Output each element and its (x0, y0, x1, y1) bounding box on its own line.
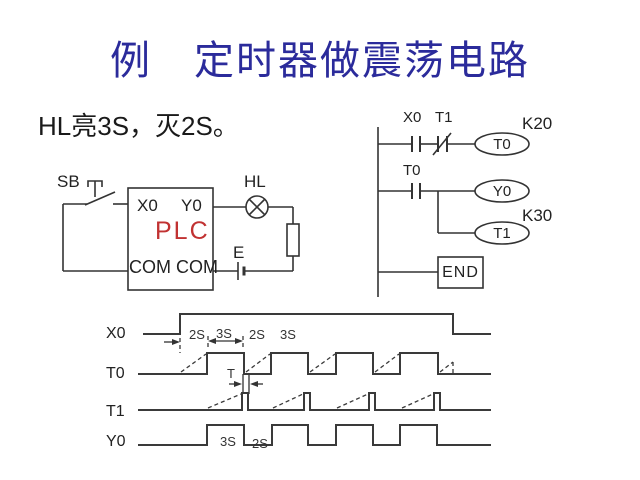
hl-label: HL (244, 172, 266, 191)
plc-y0-label: Y0 (181, 196, 202, 215)
timing-row-t1-label: T1 (106, 403, 125, 420)
annotation-2s-first: 2S (189, 327, 205, 342)
ladder-contact-x0-label: X0 (403, 109, 422, 126)
waveform-dash-t1 (207, 393, 242, 409)
nc-contact-slash (432, 132, 452, 156)
subtitle-text: HL亮3S，灭2S。 (38, 111, 239, 141)
com-label: COM COM (129, 257, 218, 277)
waveform-dash-t1 (272, 393, 304, 409)
coil-y0-label: Y0 (492, 183, 512, 200)
k20-label: K20 (522, 114, 553, 133)
pushbutton-actuator-icon (87, 180, 103, 187)
plc-label: PLC (155, 217, 210, 245)
end-label: END (442, 264, 479, 281)
switch-blade (84, 191, 116, 206)
slide-title: 例 定时器做震荡电路 (110, 38, 530, 84)
waveform-dash-t0 (245, 353, 271, 373)
waveform-dash-t1 (336, 393, 369, 409)
k30-label: K30 (522, 206, 553, 225)
waveform-dash-t1 (401, 393, 434, 409)
annotation-2s-second: 2S (249, 327, 265, 342)
annotation-3s-first: 3S (216, 326, 232, 341)
resistor-icon (286, 223, 300, 257)
annotation-2s-y0: 2S (252, 436, 268, 451)
waveform-y0 (138, 424, 491, 446)
timing-row-t0-label: T0 (106, 365, 125, 382)
e-label: E (233, 243, 245, 262)
timing-row-x0-label: X0 (106, 325, 126, 342)
waveform-t1 (138, 392, 491, 411)
coil-t1-label: T1 (493, 225, 511, 242)
lamp-icon (245, 195, 269, 219)
timing-annotation-arrows (164, 338, 263, 394)
waveform-dash-t0 (439, 361, 454, 373)
ladder-contact-t0-label: T0 (403, 162, 421, 179)
ladder-contact-t1-label: T1 (435, 109, 453, 126)
waveform-dash-t0 (309, 353, 336, 373)
timing-row-y0-label: Y0 (106, 433, 126, 450)
waveform-dash-t0 (180, 353, 207, 373)
waveform-dash-t0 (374, 353, 400, 373)
plc-x0-label: X0 (137, 196, 158, 215)
waveform-t0 (138, 352, 491, 375)
coil-t0-label: T0 (493, 136, 511, 153)
sb-label: SB (57, 172, 80, 191)
annotation-3s-y0: 3S (220, 434, 236, 449)
annotation-3s-second: 3S (280, 327, 296, 342)
annotation-t: T (227, 366, 235, 381)
